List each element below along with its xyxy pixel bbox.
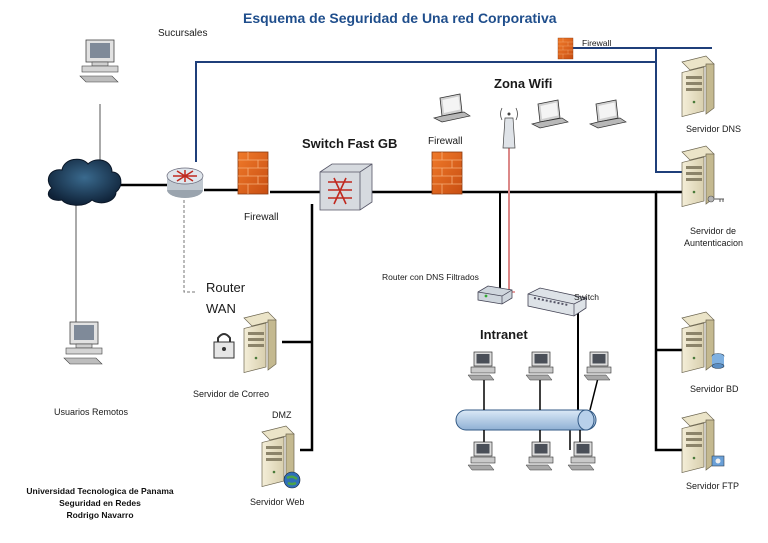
credits-block: Universidad Tecnologica de Panama Seguri…: [10, 485, 190, 521]
workstation-icon: [583, 351, 612, 381]
servidor-bd-label: Servidor BD: [690, 384, 739, 394]
workstation-icon: [467, 351, 496, 381]
workstation-icon: [467, 441, 496, 471]
database-icon: [711, 353, 725, 369]
laptop-icon: [589, 99, 627, 129]
dmz-label: DMZ: [272, 410, 292, 420]
router-dns-icon: [477, 285, 513, 305]
workstation-icon: [525, 351, 554, 381]
servidor-ftp-label: Servidor FTP: [686, 481, 740, 491]
switch-fast-label: Switch Fast GB: [302, 136, 398, 151]
cloud-icon: [47, 158, 122, 206]
firewall-top-icon: [557, 37, 574, 60]
switch-label: Switch: [574, 292, 600, 302]
server-auth-icon: [681, 145, 724, 208]
switch-fast-icon: [319, 163, 373, 211]
firewall-mid-label: Firewall: [428, 136, 463, 147]
server-correo-icon: [213, 311, 277, 374]
server-dns-icon: [681, 55, 715, 118]
wan-label: WAN: [206, 301, 236, 316]
laptop-icon: [433, 93, 471, 123]
firewall-top-label: Firewall: [582, 38, 612, 48]
servidor-correo-label: Servidor de Correo: [193, 389, 270, 399]
antenna-icon: [500, 107, 518, 149]
router-icon: [166, 167, 204, 198]
workstation-icon: [567, 441, 596, 471]
ftp-folder-icon: [711, 455, 725, 467]
servidor-auth-label-2: Auntenticacion: [684, 238, 744, 248]
zona-wifi-label: Zona Wifi: [494, 76, 553, 91]
credits-author: Rodrigo Navarro: [66, 510, 134, 520]
servidor-auth-label-1: Servidor de: [690, 226, 737, 236]
firewall-left-label: Firewall: [244, 212, 279, 223]
globe-icon: [283, 471, 301, 489]
lock-icon: [213, 333, 235, 359]
firewall-left-icon: [237, 151, 269, 195]
server-ftp-icon: [681, 411, 725, 474]
usuarios-remotos-computer-icon: [63, 321, 103, 365]
firewall-mid-icon: [431, 151, 463, 195]
server-bd-icon: [681, 311, 725, 374]
credits-course: Seguridad en Redes: [59, 498, 141, 508]
workstation-icon: [525, 441, 554, 471]
router-label: Router: [206, 280, 246, 295]
sucursales-label: Sucursales: [158, 28, 208, 39]
server-web-icon: [261, 425, 301, 489]
servidor-web-label: Servidor Web: [250, 497, 305, 507]
bus-icon: [455, 377, 599, 446]
usuarios-remotos-label: Usuarios Remotos: [54, 407, 129, 417]
router-dns-label: Router con DNS Filtrados: [382, 272, 479, 282]
intranet-label: Intranet: [480, 327, 528, 342]
laptop-icon: [531, 99, 569, 129]
key-icon: [707, 195, 724, 203]
credits-university: Universidad Tecnologica de Panama: [26, 486, 174, 496]
sucursales-computer-icon: [79, 39, 119, 83]
servidor-dns-label: Servidor DNS: [686, 124, 742, 134]
switch-icon: [527, 287, 587, 317]
page-title: Esquema de Seguridad de Una red Corporat…: [243, 10, 557, 26]
